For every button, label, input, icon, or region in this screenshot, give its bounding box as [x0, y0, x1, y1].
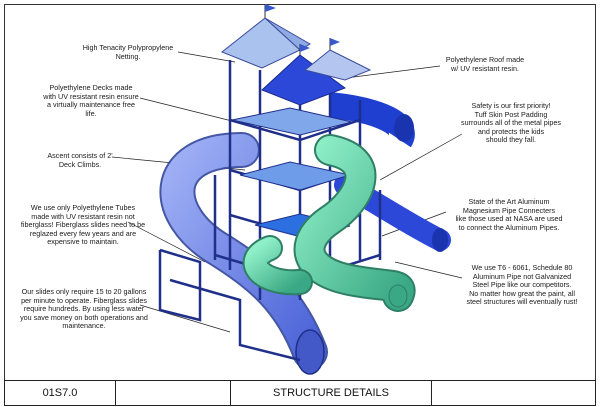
note-decks: Polyethylene Decks made with UV resistan…: [43, 83, 139, 118]
sheet-title: STRUCTURE DETAILS: [230, 381, 432, 405]
note-netting: High Tenacity Polypropylene Netting.: [82, 43, 174, 61]
title-block: 01S7.0 STRUCTURE DETAILS: [4, 380, 596, 406]
sheet-number: 01S7.0: [5, 381, 116, 405]
note-water: Our slides only require 15 to 20 gallons…: [20, 287, 148, 331]
note-ascent: Ascent consists of 2' Deck Climbs.: [47, 151, 113, 169]
note-safety: Safety is our first priority! Tuff Skin …: [461, 101, 561, 145]
drawing-frame: [4, 4, 596, 381]
play-structure-illustration: [111, 4, 463, 375]
note-connecters: State of the Art Aluminum Magnesium Pipe…: [455, 197, 563, 232]
roofs: [221, 4, 372, 106]
note-tubes: We use only Polyethylene Tubes made with…: [20, 203, 146, 247]
note-pipe: We use T6 - 6061, Schedule 80 Aluminum P…: [466, 263, 578, 307]
note-roof: Polyethylene Roof made w/ UV resistant r…: [445, 55, 525, 73]
